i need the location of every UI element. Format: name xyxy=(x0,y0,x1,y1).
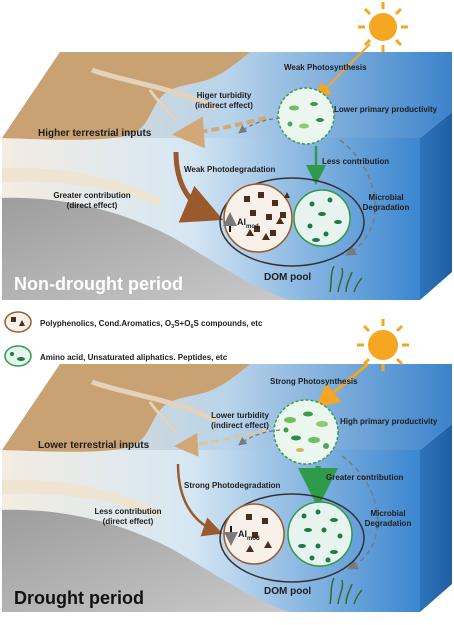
ai-mod-label: AImod xyxy=(237,217,259,230)
direct-effect-label-line1: Less contribution xyxy=(94,507,161,516)
dom-pool-label: DOM pool xyxy=(264,586,311,597)
legend: Polyphenolics, Cond.Aromatics, O3S+O6S c… xyxy=(4,311,263,367)
terrestrial-input-arrow xyxy=(173,151,224,223)
river-channel xyxy=(148,401,178,433)
land-mass xyxy=(2,364,250,452)
sun-icon xyxy=(357,319,409,371)
microbial-arrow xyxy=(341,455,379,570)
productivity-label: Lower primary productivity xyxy=(334,105,438,114)
ai-mod-label: AImod xyxy=(238,529,260,542)
terrestrial-input-label: Higher terrestrial inputs xyxy=(38,128,152,139)
direct-effect-label-line1: Greater contribution xyxy=(53,191,130,200)
turbidity-arrow xyxy=(172,116,267,149)
microbial-label-line2: Degradation xyxy=(363,203,410,212)
turbidity-label-line1: Higer turbidity xyxy=(197,91,252,100)
sun-icon xyxy=(358,2,408,52)
terrestrial-input-arrow xyxy=(176,463,223,537)
productivity-label: High primary productivity xyxy=(340,417,438,426)
water-side-face xyxy=(420,112,452,300)
plankton-cluster xyxy=(277,87,335,145)
marine-contribution-label: Greater contribution xyxy=(326,473,403,482)
dom-pool-label: DOM pool xyxy=(264,272,311,283)
marine-dom-molecules xyxy=(298,509,343,563)
terrestrial-dom-molecules xyxy=(246,514,272,552)
plankton-cluster xyxy=(273,399,339,465)
river-channel xyxy=(91,379,217,423)
dom-pool xyxy=(219,493,365,583)
panel-title-bottom: Drought period xyxy=(14,588,144,608)
legend-marine-swatch xyxy=(4,345,32,367)
dom-pool xyxy=(219,177,365,267)
seagrass-icon xyxy=(329,577,363,605)
sea-floor xyxy=(2,509,290,612)
marine-contribution-label: Less contribution xyxy=(322,157,389,166)
legend-terrestrial-swatch xyxy=(4,311,32,333)
turbidity-label-line1: Lower turbidity xyxy=(211,411,269,420)
water-side-face xyxy=(420,424,452,612)
beach-strip xyxy=(2,479,160,518)
direct-effect-label-line2: (direct effect) xyxy=(103,517,154,526)
bottom-panel: Strong Photosynthesis Lower turbidity (i… xyxy=(2,319,452,612)
terrestrial-dom-molecules xyxy=(244,192,290,240)
seagrass-icon xyxy=(329,265,363,293)
marine-dom-molecules xyxy=(307,197,342,242)
terrestrial-input-label: Lower terrestrial inputs xyxy=(38,440,150,451)
direct-effect-label-line2: (direct effect) xyxy=(67,201,118,210)
microbial-label-line1: Microbial xyxy=(368,193,403,202)
sea-floor xyxy=(2,197,290,300)
turbidity-label-line2: (indirect effect) xyxy=(211,421,269,430)
microbial-label-line1: Microbial xyxy=(370,509,405,518)
sunlight-arrow xyxy=(315,43,371,99)
photodegradation-label: Strong Photodegradation xyxy=(184,481,281,490)
land-mass xyxy=(2,52,250,140)
sun-label: Weak Photosynthesis xyxy=(284,63,367,72)
sunlight-arrow xyxy=(315,362,369,408)
panel-title-top: Non-drought period xyxy=(14,274,183,294)
sun-label: Strong Photosynthesis xyxy=(270,377,358,386)
legend-terrestrial-label: Polyphenolics, Cond.Aromatics, O3S+O6S c… xyxy=(40,319,263,330)
beach-strip xyxy=(2,167,160,206)
microbial-label-line2: Degradation xyxy=(365,519,412,528)
turbidity-label-line2: (indirect effect) xyxy=(195,101,253,110)
turbidity-arrow xyxy=(174,428,267,457)
microbial-arrow xyxy=(339,139,376,256)
river-channel xyxy=(91,67,217,111)
legend-marine-label: Amino acid, Unsaturated aliphatics. Pept… xyxy=(40,353,228,362)
photodegradation-label: Weak Photodegradation xyxy=(184,165,276,174)
top-panel: Weak Photosynthesis Higer turbidity (ind… xyxy=(2,2,452,300)
